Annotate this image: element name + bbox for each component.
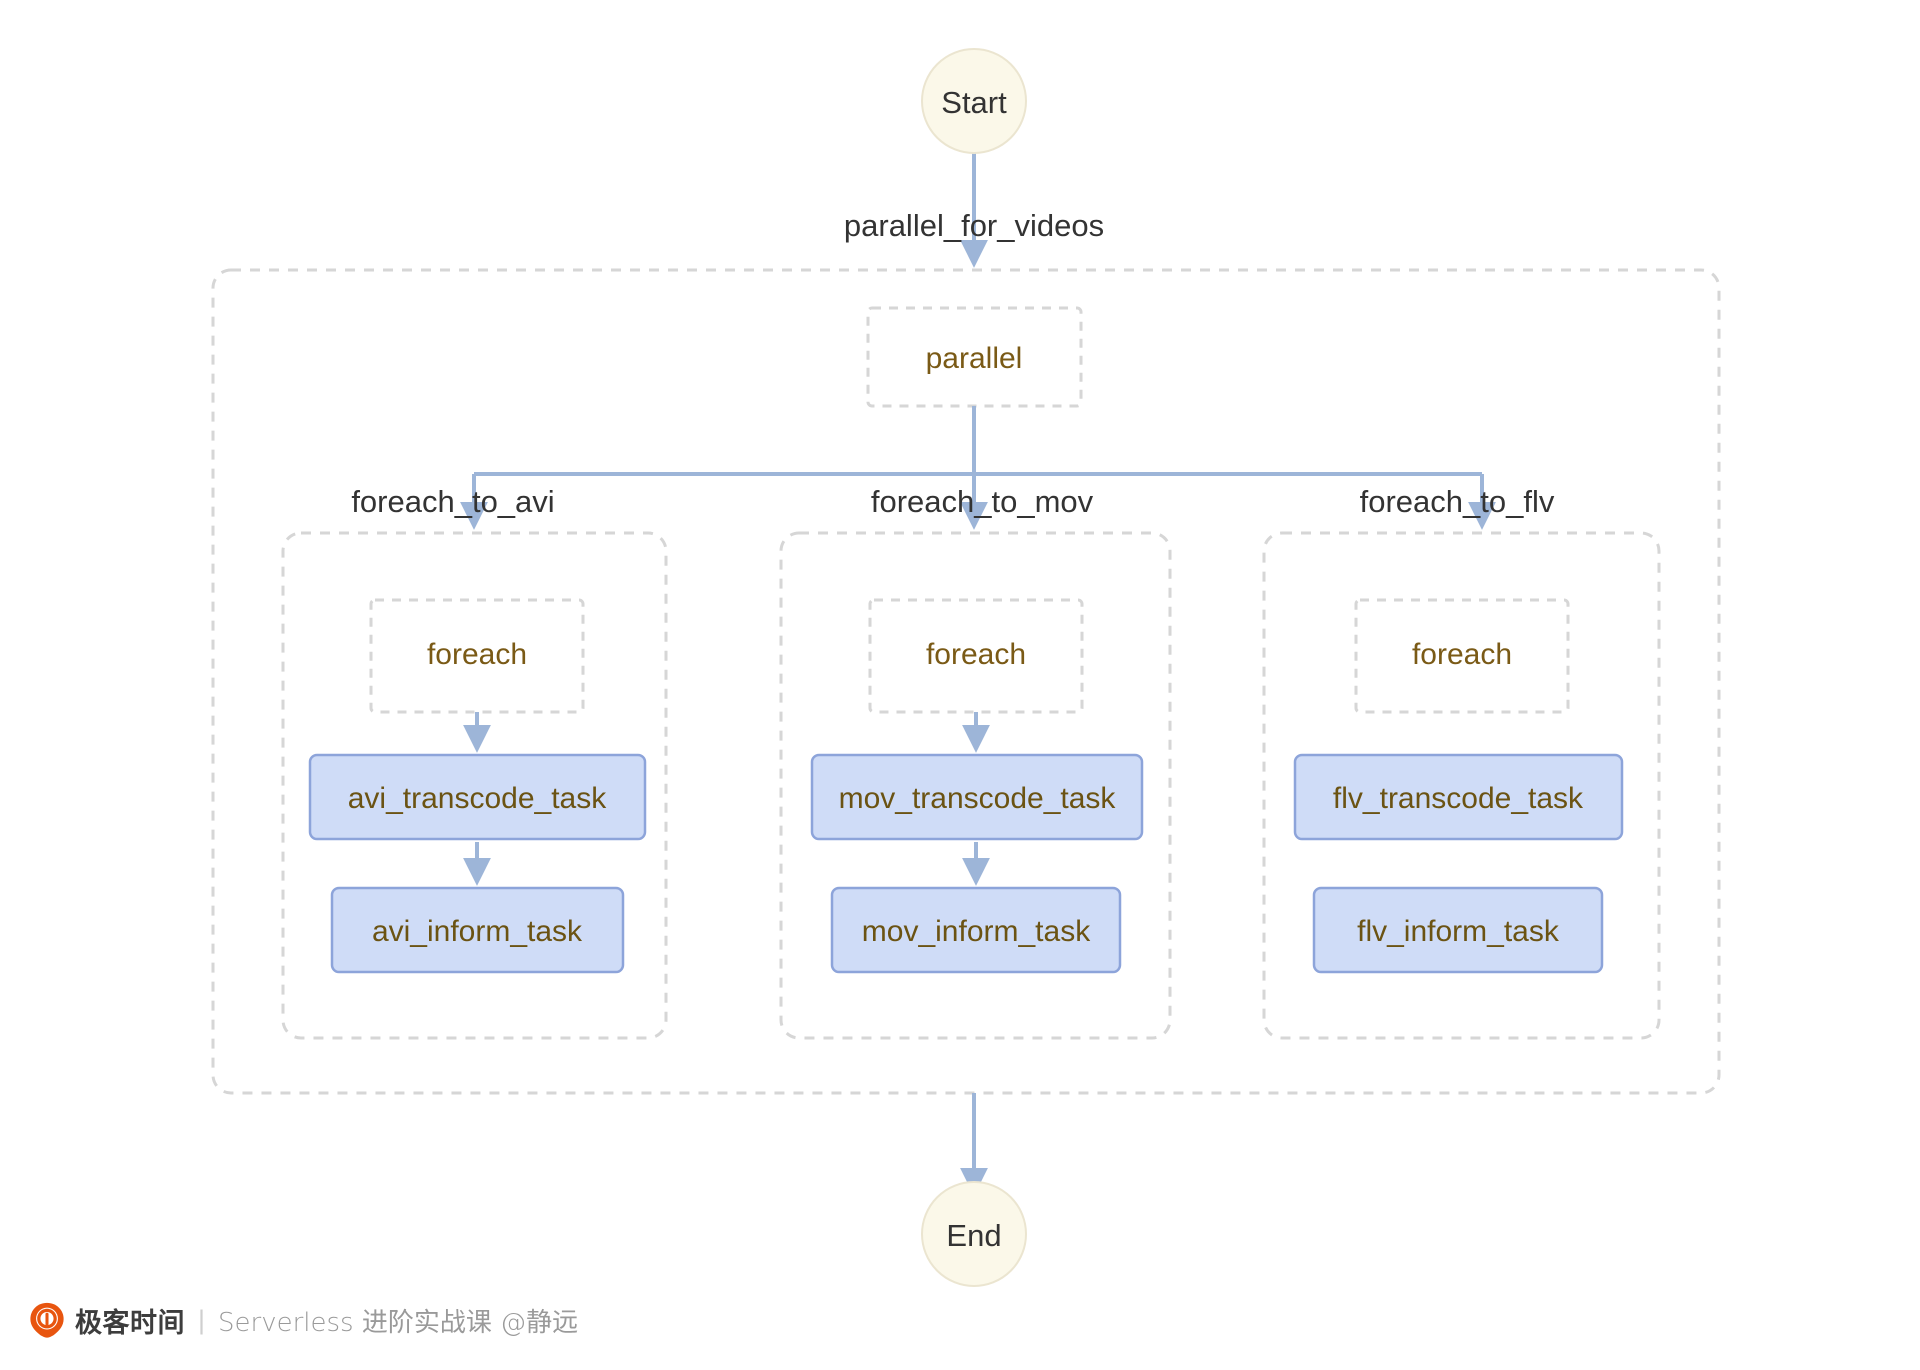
node-foreach-mov-label: foreach bbox=[926, 638, 1026, 671]
node-foreach-flv-label: foreach bbox=[1412, 638, 1512, 671]
node-foreach-flv[interactable]: foreach bbox=[1354, 598, 1570, 714]
node-mov-inform-task-label: mov_inform_task bbox=[862, 915, 1091, 948]
node-mov-inform-task[interactable]: mov_inform_task bbox=[830, 886, 1122, 974]
node-parallel[interactable]: parallel bbox=[866, 306, 1083, 408]
footer-subtitle-text: Serverless 进阶实战课 @静远 bbox=[218, 1307, 579, 1338]
node-mov-transcode-task[interactable]: mov_transcode_task bbox=[810, 753, 1144, 841]
edge-label-parallel-to-mov: foreach_to_mov bbox=[871, 484, 1094, 519]
cluster-foreach-flv bbox=[1262, 531, 1661, 1040]
node-flv-inform-task[interactable]: flv_inform_task bbox=[1312, 886, 1604, 974]
node-mov-transcode-task-label: mov_transcode_task bbox=[839, 782, 1117, 815]
edge-label-parallel-to-flv: foreach_to_flv bbox=[1360, 484, 1555, 519]
node-parallel-label: parallel bbox=[926, 342, 1023, 375]
node-avi-transcode-task-label: avi_transcode_task bbox=[348, 782, 607, 815]
node-start[interactable]: Start bbox=[921, 48, 1027, 154]
node-avi-inform-task-label: avi_inform_task bbox=[372, 915, 583, 948]
node-flv-transcode-task[interactable]: flv_transcode_task bbox=[1293, 753, 1624, 841]
node-avi-transcode-task[interactable]: avi_transcode_task bbox=[308, 753, 647, 841]
node-flv-transcode-task-label: flv_transcode_task bbox=[1333, 782, 1584, 815]
edge-label-start-to-parallel: parallel_for_videos bbox=[844, 208, 1104, 243]
cluster-parallel-outer bbox=[211, 268, 1721, 1095]
footer-watermark: 极客时间 | Serverless 进阶实战课 @静远 bbox=[28, 1298, 578, 1342]
edge-label-parallel-to-avi: foreach_to_avi bbox=[351, 484, 554, 519]
node-foreach-mov[interactable]: foreach bbox=[868, 598, 1084, 714]
node-foreach-avi[interactable]: foreach bbox=[369, 598, 585, 714]
node-end-label: End bbox=[946, 1218, 1001, 1253]
geekbang-logo-icon bbox=[30, 1302, 64, 1338]
node-foreach-avi-label: foreach bbox=[427, 638, 527, 671]
node-start-label: Start bbox=[941, 85, 1007, 120]
node-avi-inform-task[interactable]: avi_inform_task bbox=[330, 886, 625, 974]
cluster-foreach-mov bbox=[779, 531, 1172, 1040]
node-flv-inform-task-label: flv_inform_task bbox=[1357, 915, 1560, 948]
footer-brand-text: 极客时间 bbox=[75, 1307, 185, 1339]
cluster-foreach-avi bbox=[281, 531, 668, 1040]
footer-divider: | bbox=[198, 1304, 206, 1335]
node-end[interactable]: End bbox=[921, 1181, 1027, 1287]
